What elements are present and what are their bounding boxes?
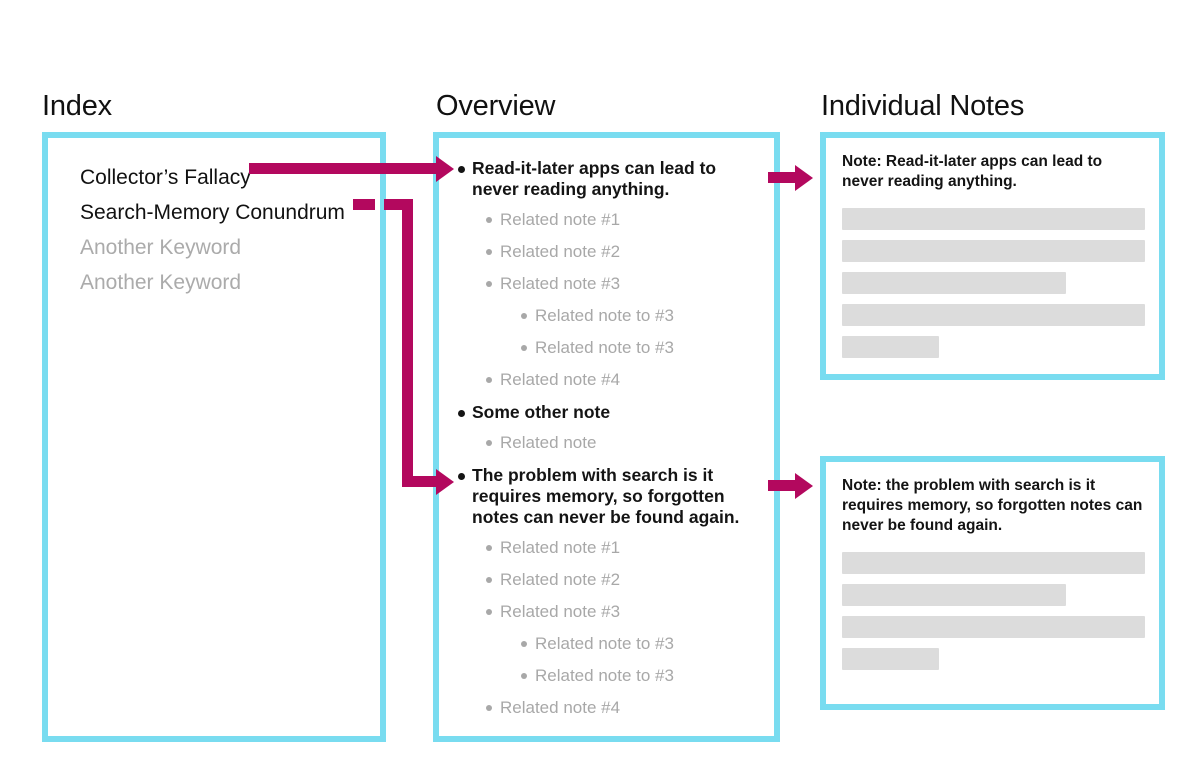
arrow-overview-to-note-2-head — [795, 472, 813, 499]
overview-item-level-2[interactable]: Related note #4 — [453, 698, 764, 718]
column-title-individual-notes: Individual Notes — [821, 90, 1025, 122]
bullet-dot-icon — [486, 281, 492, 287]
overview-item-level-2[interactable]: Related note #3 — [453, 274, 764, 294]
note-card-2-placeholder-bar — [842, 616, 1145, 638]
note-card-1-placeholder-bar — [842, 336, 939, 358]
overview-item-level-2[interactable]: Related note #2 — [453, 242, 764, 262]
overview-item-label: Related note #4 — [500, 698, 621, 717]
arrow-overview-to-note-1-head — [795, 164, 813, 191]
bullet-dot-icon — [521, 641, 527, 647]
overview-item-label: Related note #4 — [500, 370, 621, 389]
overview-item-level-2[interactable]: Related note #1 — [453, 538, 764, 558]
note-card-2-placeholder-bar — [842, 648, 939, 670]
index-keyword-item[interactable]: Another Keyword — [80, 271, 242, 294]
arrow-search-memory-shaft-top — [384, 199, 413, 210]
arrow-collectors-fallacy-head — [436, 155, 454, 182]
note-card-2-body: Note: the problem with search is it requ… — [842, 476, 1145, 680]
index-keyword-item[interactable]: Search-Memory Conundrum — [80, 201, 345, 224]
overview-item-label: Related note #2 — [500, 570, 621, 589]
bullet-dot-icon — [458, 166, 465, 173]
bullet-dot-icon — [486, 440, 492, 446]
overview-item-level-3[interactable]: Related note to #3 — [453, 306, 764, 326]
arrow-search-memory-stub — [353, 199, 375, 210]
index-keyword-item[interactable]: Another Keyword — [80, 236, 242, 259]
note-card-2-title: Note: the problem with search is it requ… — [842, 477, 1143, 534]
bullet-dot-icon — [521, 313, 527, 319]
overview-item-label: Related note #3 — [500, 274, 621, 293]
note-card-1-placeholder-bar — [842, 240, 1145, 262]
overview-item-label: The problem with search is it requires m… — [472, 465, 740, 527]
note-card-2-placeholder-bars — [842, 552, 1145, 670]
arrow-overview-to-note-2-shaft — [768, 480, 798, 491]
overview-item-label: Some other note — [472, 402, 611, 422]
bullet-dot-icon — [486, 705, 492, 711]
bullet-dot-icon — [486, 217, 492, 223]
bullet-dot-icon — [486, 609, 492, 615]
overview-item-label: Related note #1 — [500, 538, 621, 557]
bullet-dot-icon — [458, 410, 465, 417]
bullet-dot-icon — [486, 249, 492, 255]
bullet-dot-icon — [486, 577, 492, 583]
overview-item-label: Related note #3 — [500, 602, 621, 621]
overview-item-label: Read-it-later apps can lead to never rea… — [472, 158, 717, 199]
bullet-dot-icon — [458, 473, 465, 480]
arrow-collectors-fallacy-shaft — [249, 163, 439, 174]
overview-item-label: Related note to #3 — [535, 666, 674, 685]
note-card-1-placeholder-bar — [842, 272, 1067, 294]
overview-item-level-3[interactable]: Related note to #3 — [453, 634, 764, 654]
column-title-overview: Overview — [436, 90, 556, 122]
overview-item-label: Related note to #3 — [535, 338, 674, 357]
arrow-search-memory-shaft-vertical — [402, 199, 413, 487]
overview-item-level-2[interactable]: Related note #4 — [453, 370, 764, 390]
overview-item-level-2[interactable]: Related note — [453, 433, 764, 453]
bullet-dot-icon — [486, 545, 492, 551]
overview-item-level-2[interactable]: Related note #2 — [453, 570, 764, 590]
overview-item-label: Related note #1 — [500, 210, 621, 229]
bullet-dot-icon — [521, 673, 527, 679]
overview-item-label: Related note to #3 — [535, 634, 674, 653]
note-card-2: Note: the problem with search is it requ… — [820, 456, 1165, 710]
column-title-index: Index — [42, 90, 112, 122]
overview-item-level-1[interactable]: The problem with search is it requires m… — [453, 465, 764, 528]
arrow-overview-to-note-1-shaft — [768, 172, 798, 183]
bullet-dot-icon — [486, 377, 492, 383]
overview-item-level-2[interactable]: Related note #1 — [453, 210, 764, 230]
overview-item-label: Related note — [500, 433, 597, 452]
overview-item-level-2[interactable]: Related note #3 — [453, 602, 764, 622]
overview-item-level-1[interactable]: Read-it-later apps can lead to never rea… — [453, 158, 764, 200]
note-card-1: Note: Read-it-later apps can lead to nev… — [820, 132, 1165, 380]
overview-item-level-3[interactable]: Related note to #3 — [453, 666, 764, 686]
note-card-1-placeholder-bar — [842, 304, 1145, 326]
note-card-1-title: Note: Read-it-later apps can lead to nev… — [842, 153, 1103, 190]
overview-panel: Read-it-later apps can lead to never rea… — [433, 132, 780, 742]
bullet-dot-icon — [521, 345, 527, 351]
note-card-1-placeholder-bar — [842, 208, 1145, 230]
overview-item-label: Related note #2 — [500, 242, 621, 261]
note-card-2-placeholder-bar — [842, 552, 1145, 574]
index-keyword-item[interactable]: Collector’s Fallacy — [80, 166, 251, 189]
note-card-2-placeholder-bar — [842, 584, 1067, 606]
overview-item-label: Related note to #3 — [535, 306, 674, 325]
overview-item-level-1[interactable]: Some other note — [453, 402, 764, 423]
note-card-1-placeholder-bars — [842, 208, 1145, 358]
arrow-search-memory-shaft-bottom — [402, 476, 439, 487]
arrow-search-memory-head — [436, 468, 454, 495]
overview-outline-list: Read-it-later apps can lead to never rea… — [453, 158, 764, 730]
overview-item-level-3[interactable]: Related note to #3 — [453, 338, 764, 358]
note-card-1-body: Note: Read-it-later apps can lead to nev… — [842, 152, 1145, 368]
